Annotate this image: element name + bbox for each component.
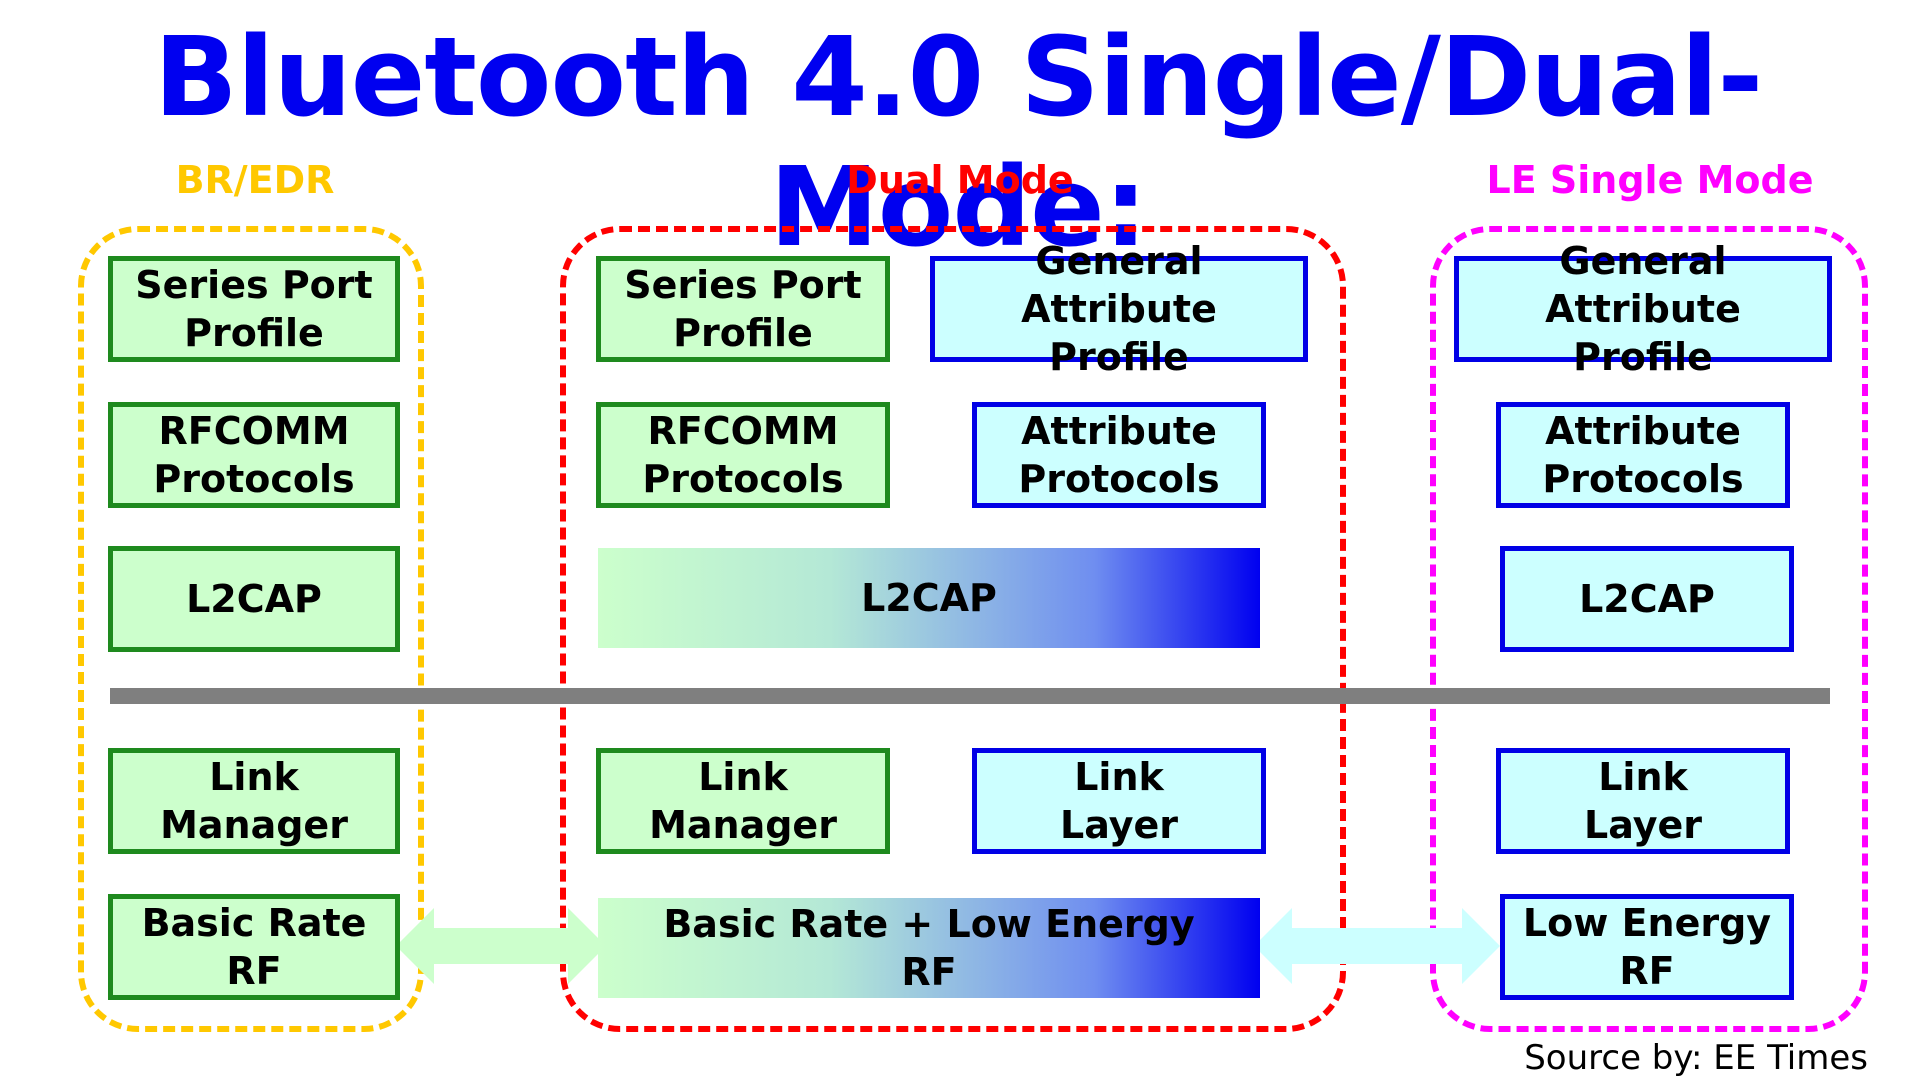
dual-link-manager: Link Manager xyxy=(596,748,890,854)
le-single-mode-container xyxy=(1430,226,1868,1032)
host-controller-divider xyxy=(110,688,1830,704)
dual-general-attribute-profile: General Attribute Profile xyxy=(930,239,1308,379)
dual-basic-rate-low-energy-rf: Basic Rate + Low Energy RF xyxy=(598,898,1260,998)
le-low-energy-rf: Low Energy RF xyxy=(1500,894,1794,1000)
bredr-series-port-profile: Series Port Profile xyxy=(108,256,400,362)
dual-mode-container xyxy=(560,226,1346,1032)
le-l2cap: L2CAP xyxy=(1500,546,1794,652)
dual-link-layer: Link Layer xyxy=(972,748,1266,854)
diagram-title: Bluetooth 4.0 Single/Dual-Mode: xyxy=(153,13,1763,271)
bredr-link-manager: Link Manager xyxy=(108,748,400,854)
arrow-bredr-dual xyxy=(396,908,606,984)
le-general-attribute-profile: General Attribute Profile xyxy=(1454,239,1832,379)
group-label-bredr: BR/EDR xyxy=(175,158,335,202)
bredr-l2cap: L2CAP xyxy=(108,546,400,652)
le-link-layer: Link Layer xyxy=(1496,748,1790,854)
le-attribute-protocols: Attribute Protocols xyxy=(1496,402,1790,508)
dual-l2cap: L2CAP xyxy=(598,548,1260,648)
group-label-le-single-mode: LE Single Mode xyxy=(1486,158,1814,202)
bredr-basic-rate-rf: Basic Rate RF xyxy=(108,894,400,1000)
source-credit: Source by: EE Times xyxy=(1524,1038,1868,1078)
dual-series-port-profile: Series Port Profile xyxy=(596,256,890,362)
group-label-dual-mode: Dual Mode xyxy=(846,158,1074,202)
arrow-dual-le xyxy=(1254,908,1500,984)
bredr-rfcomm-protocols: RFCOMM Protocols xyxy=(108,402,400,508)
bredr-container xyxy=(78,226,424,1032)
dual-rfcomm-protocols: RFCOMM Protocols xyxy=(596,402,890,508)
dual-attribute-protocols: Attribute Protocols xyxy=(972,402,1266,508)
